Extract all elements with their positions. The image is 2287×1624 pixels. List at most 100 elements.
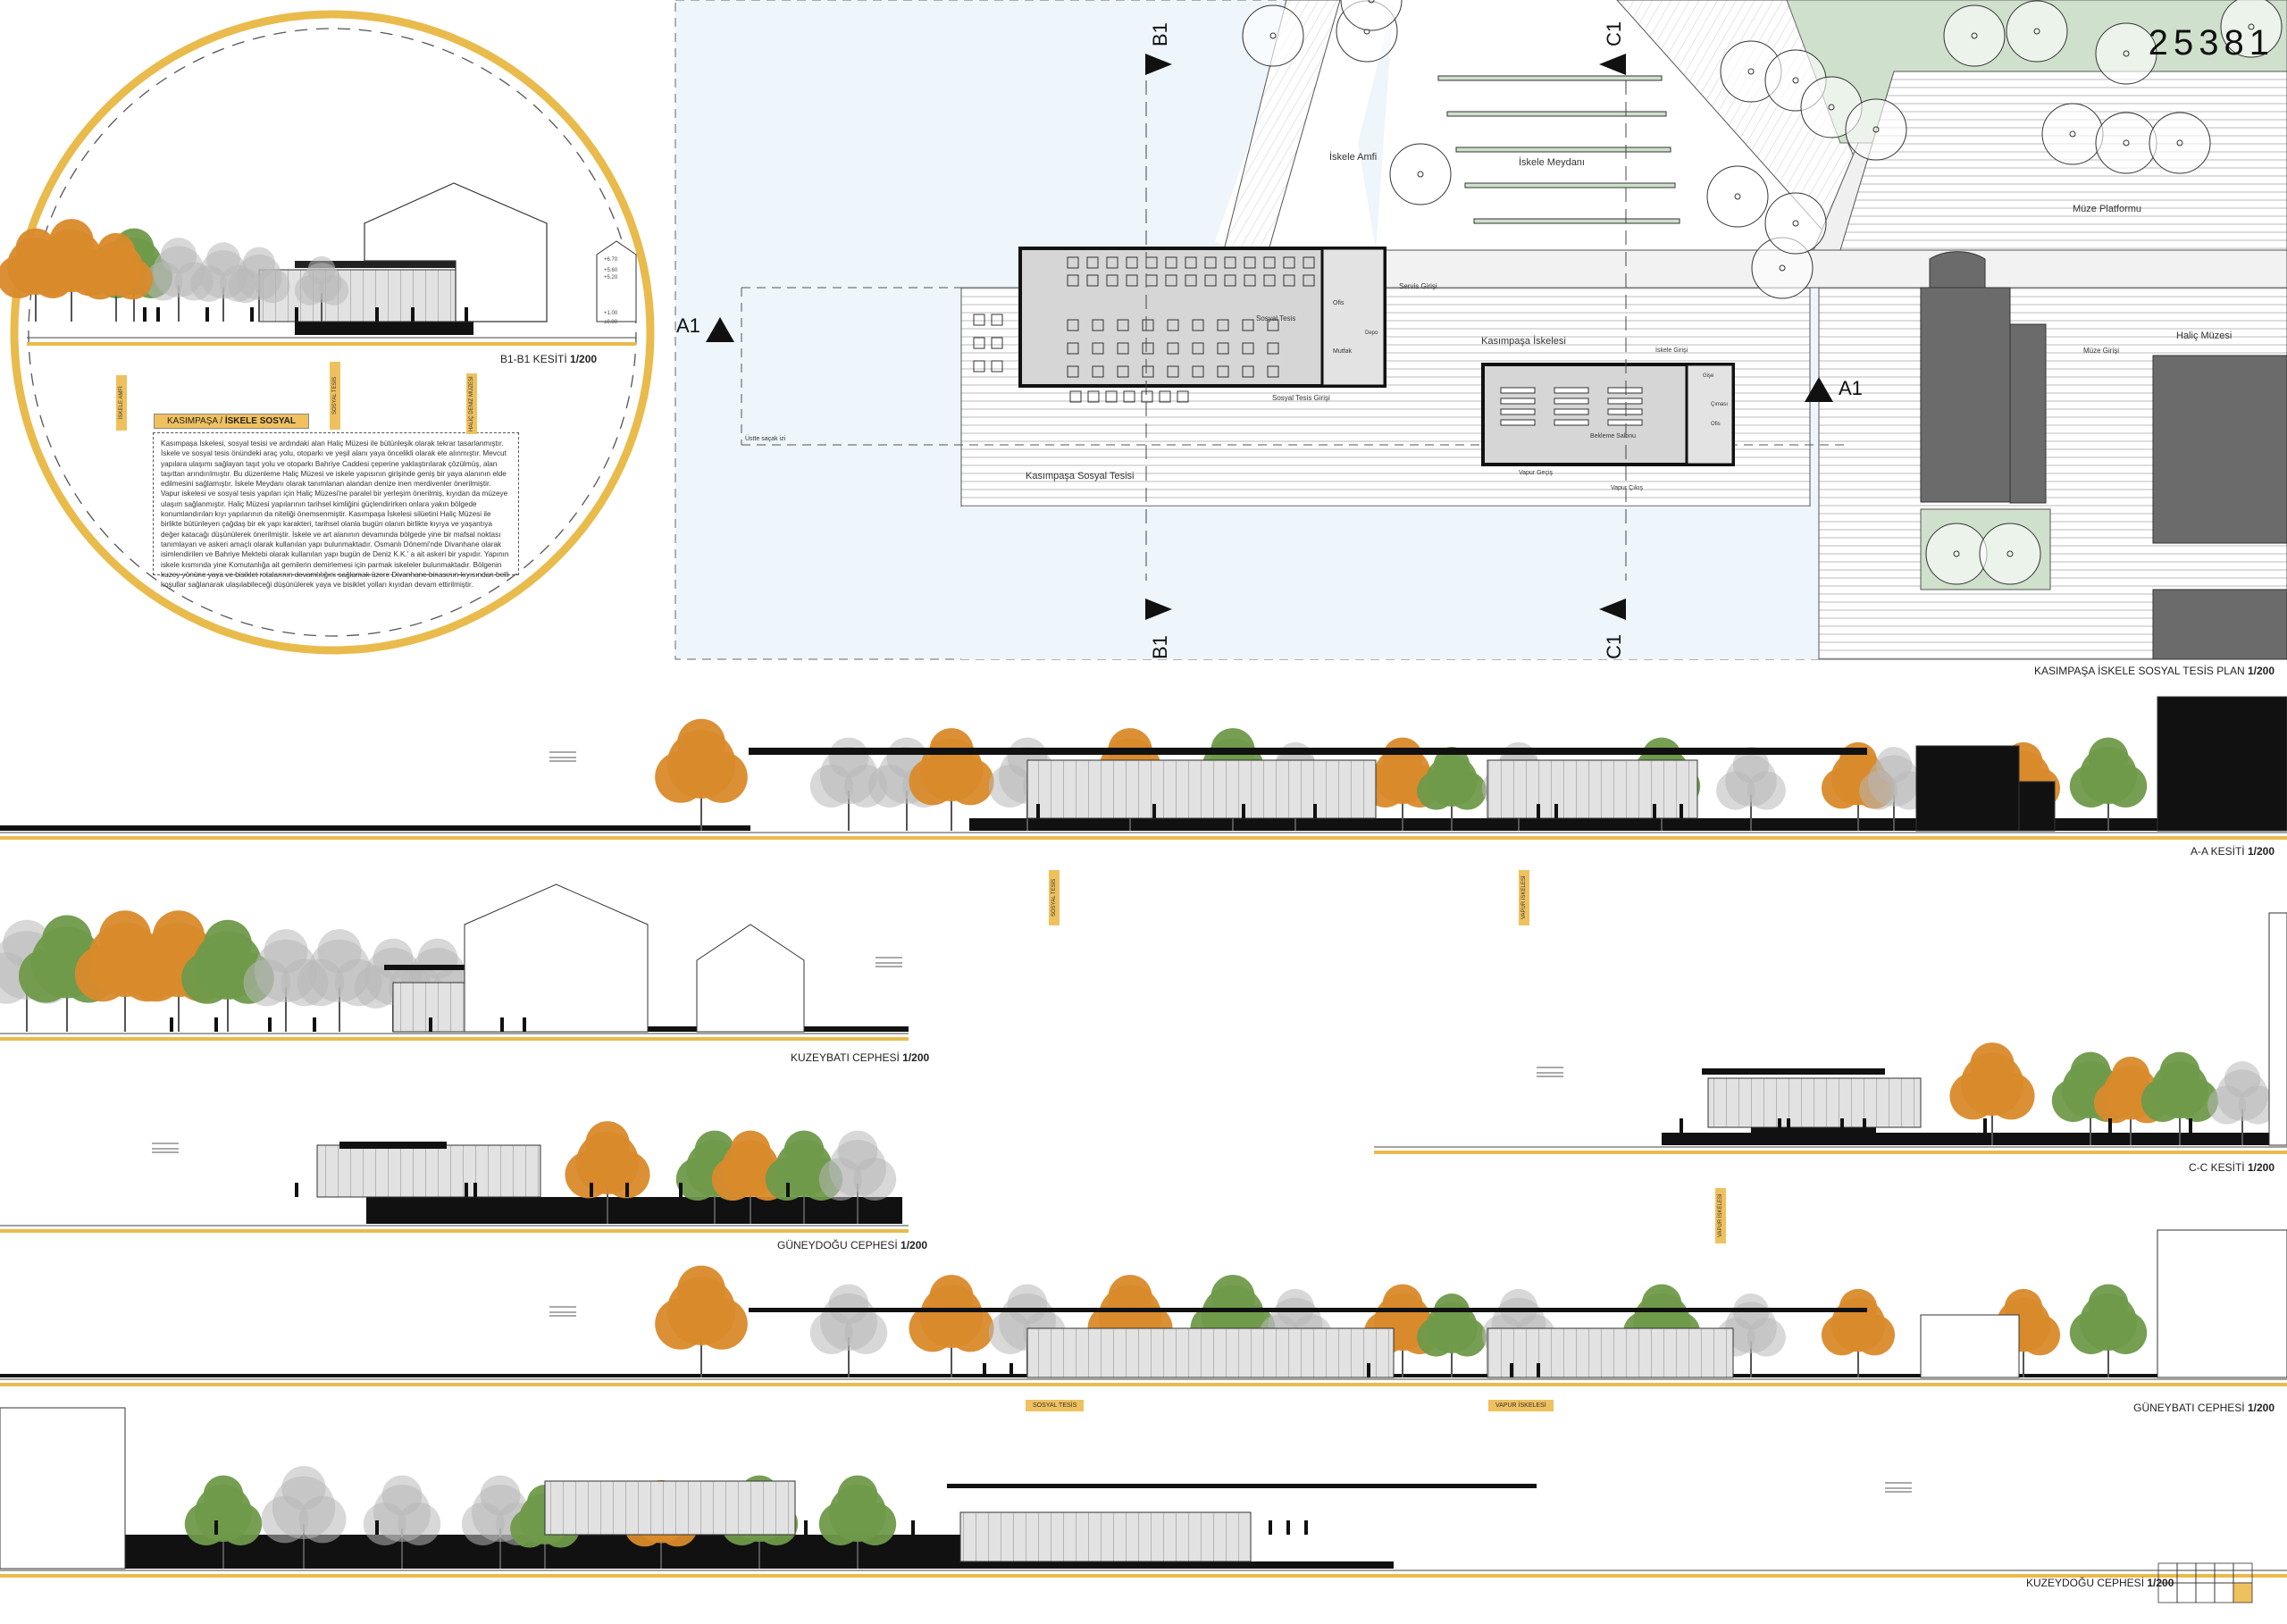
table-icon: [1126, 274, 1138, 287]
table-icon: [1192, 365, 1204, 378]
tree: [1417, 1293, 1487, 1377]
table-icon: [1092, 365, 1104, 378]
person-figure: [1537, 804, 1540, 818]
person-figure: [375, 307, 379, 322]
label-depo: Depo: [1365, 331, 1378, 336]
sheet-index-cell: [2214, 1582, 2234, 1603]
plaza-bench: [1446, 111, 1667, 117]
person-figure: [523, 1017, 526, 1032]
label-muze-platformu: Müze Platformu: [2073, 204, 2142, 214]
tree-crown: [1641, 1284, 1682, 1325]
table-icon: [1165, 256, 1177, 269]
plan-tree: [2149, 112, 2211, 174]
sheet-index-cell: [2176, 1562, 2197, 1584]
tree-crown: [1875, 747, 1913, 783]
person-figure: [1152, 804, 1156, 818]
glass-facade: [1707, 1077, 1922, 1128]
person-figure: [1680, 804, 1683, 818]
bench-icon: [1554, 408, 1589, 415]
bench-icon: [1554, 398, 1589, 405]
plan-tree: [1943, 4, 2006, 67]
tree-crown: [1007, 1284, 1048, 1325]
tree-crown: [204, 919, 252, 968]
table-icon: [1267, 342, 1279, 355]
plan-tree-center: [2123, 50, 2130, 57]
plan-tree: [1242, 4, 1304, 67]
aa-section: [0, 696, 2287, 840]
person-figure: [465, 307, 468, 322]
tree-crown: [929, 1275, 974, 1319]
level-label: +1.00: [604, 311, 618, 316]
person-figure: [375, 1520, 379, 1535]
tree-crown: [281, 1466, 326, 1511]
person-figure: [1787, 1118, 1790, 1133]
table-icon: [1067, 365, 1079, 378]
sheet-index-cell: [2176, 1582, 2197, 1603]
person-figure: [465, 1183, 468, 1197]
person-figure: [983, 1363, 986, 1377]
glass-facade: [1026, 1327, 1395, 1378]
tree-crown: [2088, 737, 2129, 778]
table-icon: [1165, 274, 1177, 287]
ground-slab: [1751, 1127, 1876, 1145]
person-figure: [1510, 1363, 1513, 1377]
table-icon: [1141, 390, 1153, 403]
plan-tree: [1706, 165, 1769, 228]
table-icon: [1224, 256, 1236, 269]
tree: [1859, 747, 1929, 831]
table-icon: [1117, 342, 1129, 355]
table-icon: [1105, 390, 1118, 403]
table-icon: [1067, 274, 1079, 287]
person-figure: [268, 1017, 272, 1032]
tree: [1949, 1042, 2035, 1145]
tree: [2069, 1284, 2148, 1377]
table-icon: [1069, 390, 1082, 403]
tag-sosyal-tesis: SOSYAL TESİS: [330, 362, 340, 430]
glass-facade: [316, 1144, 541, 1198]
table-icon: [1177, 390, 1189, 403]
tree-crown: [837, 1475, 878, 1516]
table-icon: [973, 360, 985, 373]
person-figure: [1680, 1118, 1683, 1133]
person-figure: [786, 1183, 790, 1197]
table-icon: [991, 360, 1003, 373]
person-figure: [1537, 1363, 1540, 1377]
plan-tree-center: [1734, 193, 1741, 200]
sheet-index-cell: [2233, 1582, 2253, 1603]
label-ustte-sacak-izi: Üstte saçak izi: [745, 436, 786, 442]
plan-tree-center: [1417, 171, 1424, 178]
table-icon: [1086, 274, 1099, 287]
tree-crown: [1732, 747, 1770, 783]
table-icon: [1192, 319, 1204, 331]
tag-sosyal-tesis-aa: SOSYAL TESİS: [1049, 870, 1060, 925]
plan-tree-center: [1269, 32, 1277, 39]
tree-crown: [585, 1121, 630, 1166]
tree-crown: [243, 247, 275, 280]
table-icon: [1283, 274, 1295, 287]
roof-canopy: [749, 1308, 1867, 1312]
tree: [79, 232, 154, 322]
table-icon: [1117, 365, 1129, 378]
tree: [655, 1265, 748, 1377]
person-figure: [295, 307, 298, 322]
cc-section: [1374, 912, 2287, 1154]
b1-section-circle: [0, 10, 655, 655]
tree: [228, 247, 290, 322]
tree: [1716, 747, 1786, 831]
tag-vapur-iskelesi-gb: VAPUR İSKELESİ: [1488, 1400, 1554, 1411]
person-figure: [205, 307, 209, 322]
plan-tree-center: [1747, 68, 1755, 75]
tree-crown: [480, 1475, 521, 1516]
person-figure: [625, 1183, 629, 1197]
ground-slab: [393, 1026, 909, 1032]
tree-crown: [1211, 1275, 1255, 1319]
label-halic-muzesi: Haliç Müzesi: [2176, 331, 2233, 341]
plan-tree-center: [2176, 139, 2183, 146]
tree: [261, 1466, 347, 1569]
bench-icon: [1554, 387, 1589, 394]
table-icon: [1159, 390, 1171, 403]
tree-crown: [677, 718, 725, 767]
table-icon: [1244, 256, 1256, 269]
tag-halic-deniz-muzesi: HALİÇ DENİZ MÜZESİ: [466, 373, 477, 434]
guneybati-title: GÜNEYBATI CEPHESİ 1/200: [2133, 1402, 2274, 1414]
